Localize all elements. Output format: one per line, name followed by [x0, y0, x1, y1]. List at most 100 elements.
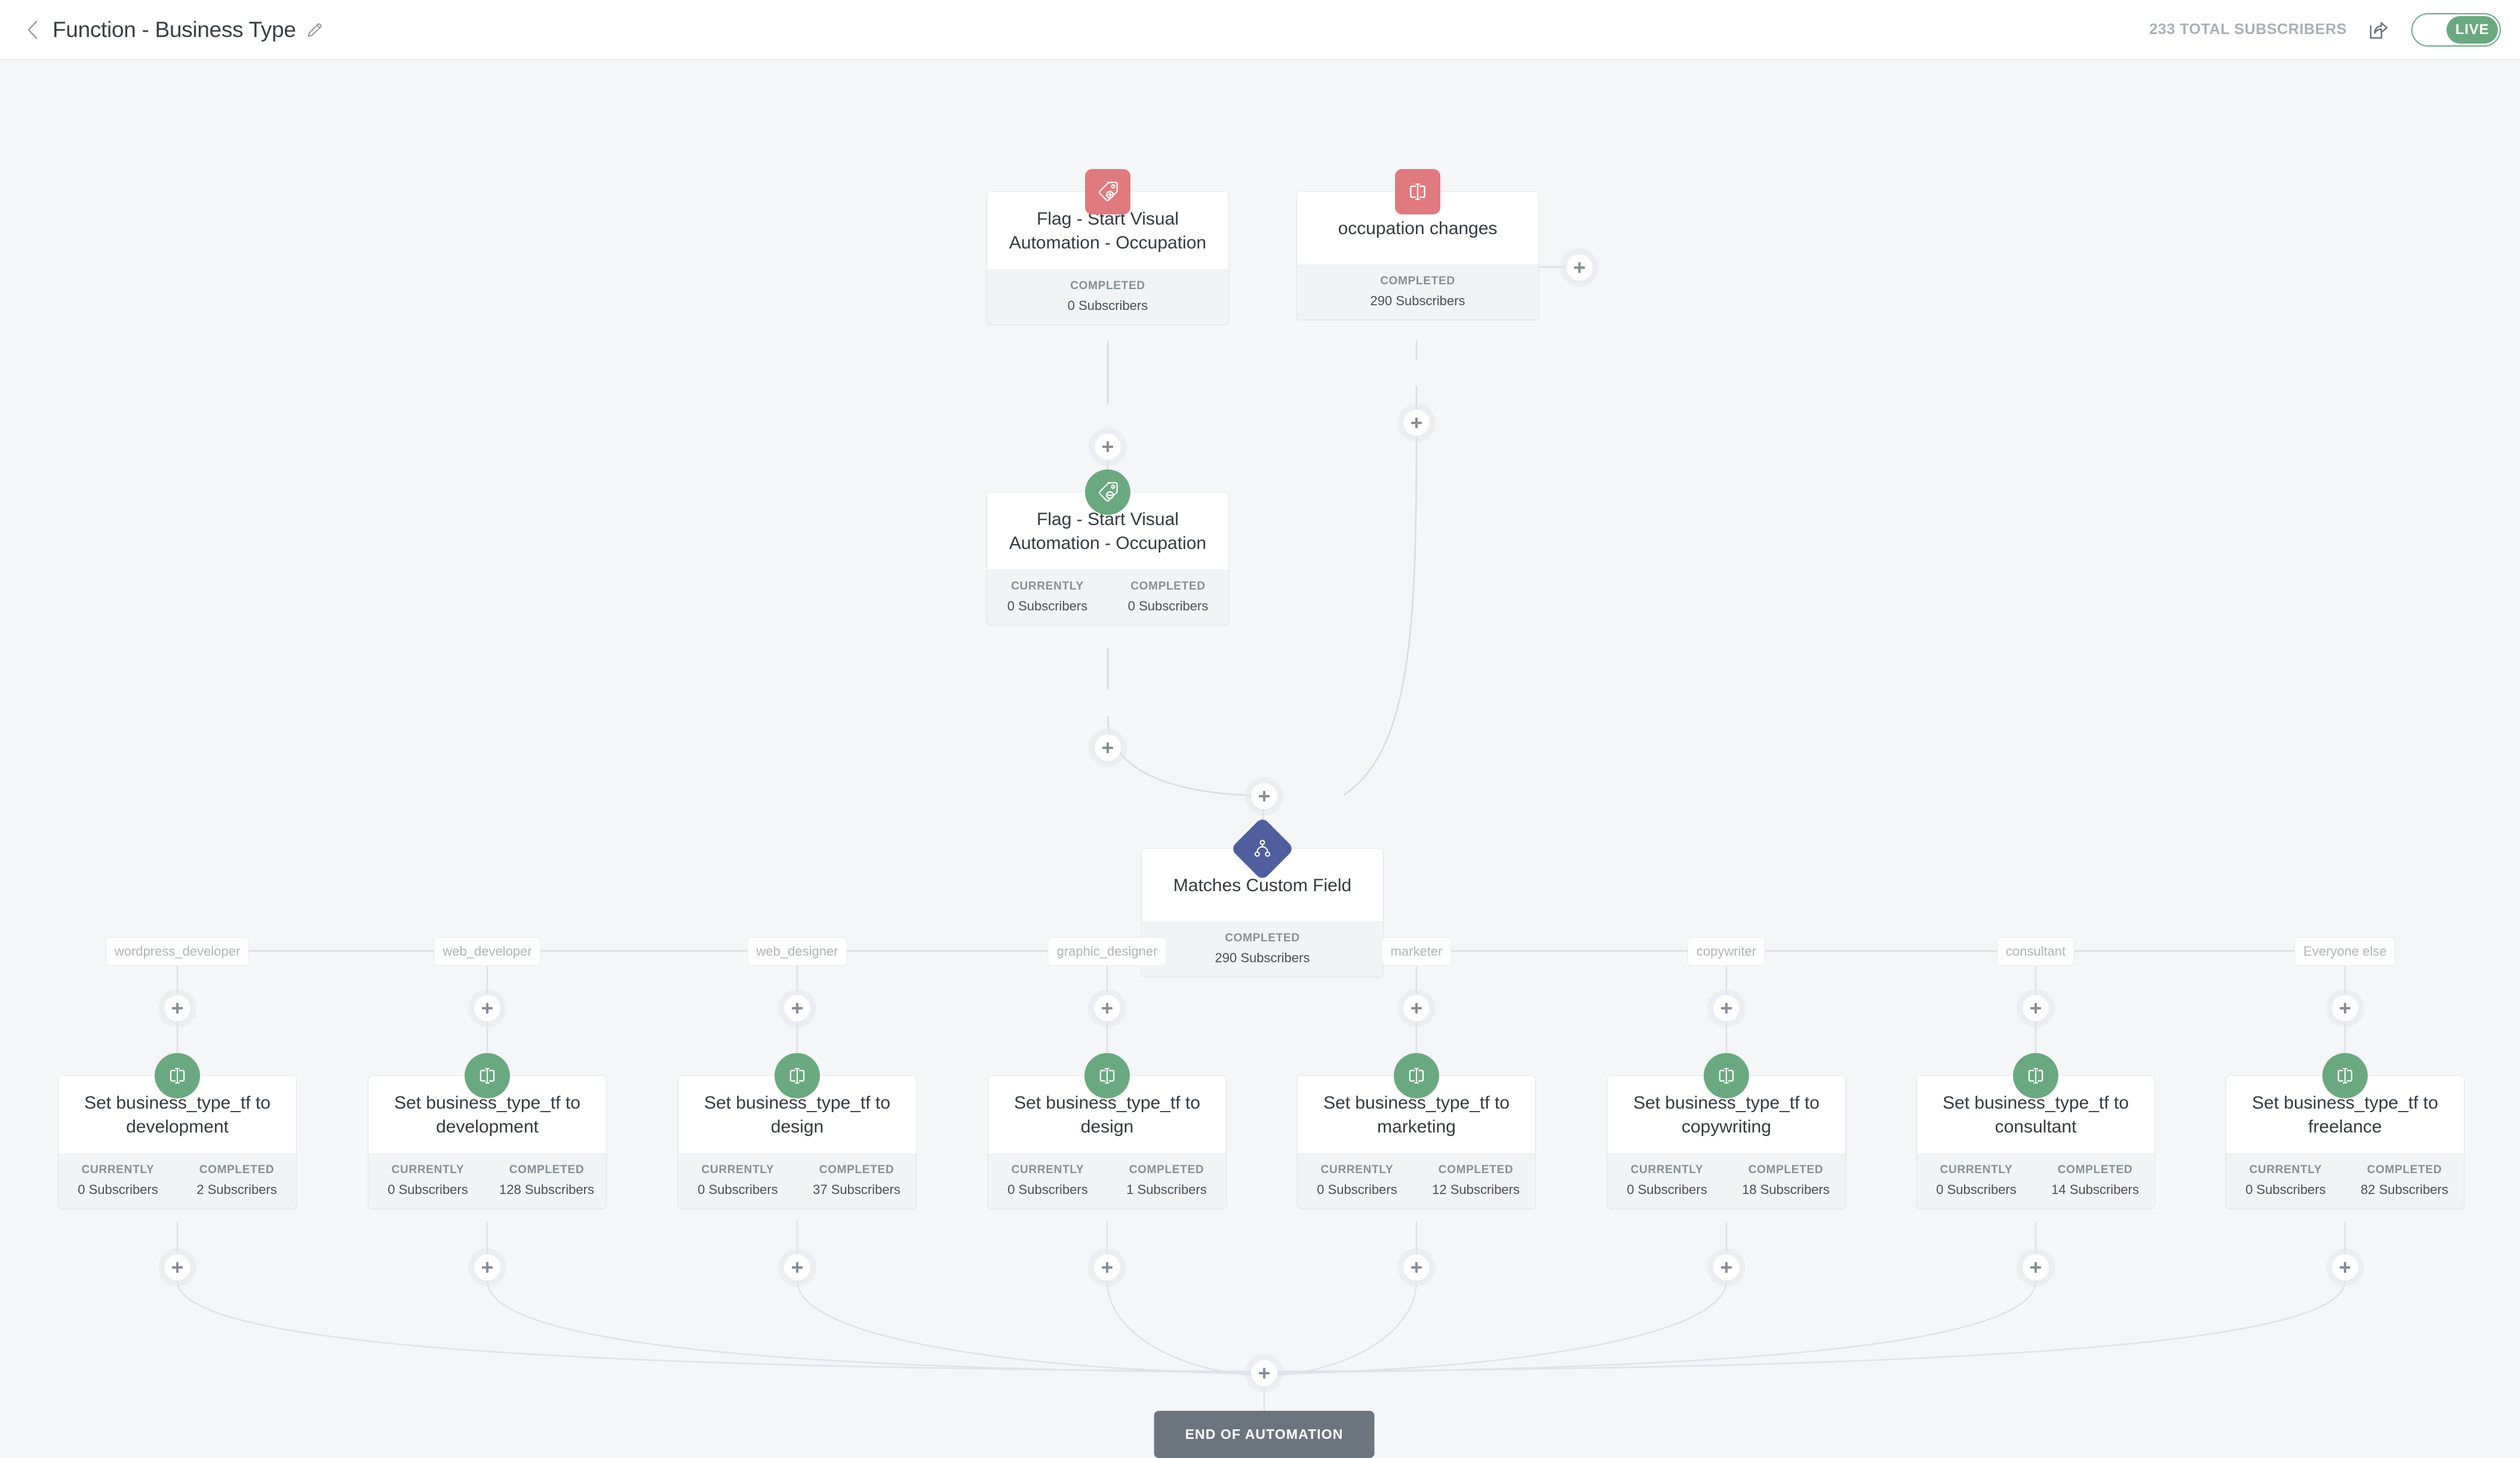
- branch-label-text: wordpress_developer: [114, 944, 241, 959]
- node-stats: CURRENTLY 0 Subscribers COMPLETED 2 Subs…: [59, 1153, 296, 1208]
- node-set-business-type-tf-consultant[interactable]: Set business_type_tf to consultant CURRE…: [1916, 1053, 2155, 1209]
- add-step-plus-button[interactable]: [1403, 1254, 1430, 1281]
- live-toggle-label: LIVE: [2447, 16, 2498, 44]
- stat-completed: COMPLETED 290 Subscribers: [1297, 275, 1538, 309]
- stat-label: CURRENTLY: [701, 1164, 775, 1176]
- page-title: Function - Business Type: [53, 17, 296, 42]
- stat-value: 0 Subscribers: [78, 1182, 158, 1197]
- branch-label-everyone-else[interactable]: Everyone else: [2294, 937, 2396, 966]
- stat-completed: COMPLETED 2 Subscribers: [177, 1164, 296, 1198]
- stat-label: COMPLETED: [1438, 1164, 1514, 1176]
- node-flag-start-red[interactable]: Flag - Start Visual Automation - Occupat…: [987, 169, 1229, 325]
- node-stats: COMPLETED 290 Subscribers: [1142, 922, 1383, 977]
- node-stats: CURRENTLY 0 Subscribers COMPLETED 18 Sub…: [1608, 1153, 1845, 1208]
- add-step-plus-button[interactable]: [1095, 735, 1121, 761]
- add-step-plus-button[interactable]: [164, 995, 190, 1021]
- live-toggle[interactable]: LIVE: [2411, 13, 2501, 47]
- add-step-plus-button[interactable]: [1251, 783, 1277, 809]
- add-step-plus-button[interactable]: [1095, 434, 1121, 460]
- node-set-business-type-tf-wordpress-developer[interactable]: Set business_type_tf to development CURR…: [58, 1053, 297, 1209]
- stat-value: 290 Subscribers: [1215, 950, 1310, 965]
- top-bar: Function - Business Type 233 TOTAL SUBSC…: [0, 0, 2520, 60]
- stat-value: 0 Subscribers: [1936, 1182, 2017, 1197]
- stat-value: 0 Subscribers: [1007, 1182, 1088, 1197]
- total-subscribers-label: 233 TOTAL SUBSCRIBERS: [2149, 21, 2347, 38]
- add-step-plus-button[interactable]: [784, 995, 810, 1021]
- node-set-business-type-tf-everyone-else[interactable]: Set business_type_tf to freelance CURREN…: [2226, 1053, 2464, 1209]
- add-step-plus-button[interactable]: [474, 1254, 500, 1281]
- stat-value: 290 Subscribers: [1370, 293, 1465, 308]
- branch-label-web-designer[interactable]: web_designer: [747, 937, 847, 966]
- add-step-plus-button[interactable]: [1094, 995, 1120, 1021]
- stat-completed: COMPLETED 37 Subscribers: [797, 1164, 916, 1198]
- stat-currently: CURRENTLY 0 Subscribers: [1917, 1164, 2036, 1198]
- top-bar-right-group: 233 TOTAL SUBSCRIBERS LIVE: [2149, 13, 2501, 47]
- share-icon[interactable]: [2367, 18, 2391, 42]
- node-title: Matches Custom Field: [1173, 876, 1352, 895]
- add-step-plus-button[interactable]: [2023, 1254, 2049, 1281]
- custom-field-icon: [775, 1053, 820, 1098]
- node-matches-custom-field[interactable]: Matches Custom Field COMPLETED 290 Subsc…: [1141, 817, 1384, 977]
- node-set-business-type-tf-web-designer[interactable]: Set business_type_tf to design CURRENTLY…: [678, 1053, 917, 1209]
- stat-value: 0 Subscribers: [1317, 1182, 1397, 1197]
- custom-field-icon: [1394, 1053, 1439, 1098]
- branch-label-text: copywriter: [1696, 944, 1757, 959]
- node-stats: CURRENTLY 0 Subscribers COMPLETED 12 Sub…: [1298, 1153, 1535, 1208]
- node-occupation-changes[interactable]: occupation changes COMPLETED 290 Subscri…: [1296, 169, 1539, 320]
- add-step-plus-button[interactable]: [1403, 995, 1430, 1021]
- add-step-plus-button[interactable]: [2332, 995, 2358, 1021]
- add-step-plus-button[interactable]: [2023, 995, 2049, 1021]
- pencil-icon[interactable]: [306, 20, 325, 39]
- back-chevron-icon[interactable]: [23, 20, 43, 40]
- add-step-plus-button[interactable]: [1251, 1360, 1277, 1386]
- stat-label: COMPLETED: [1225, 932, 1300, 944]
- stat-value: 0 Subscribers: [1067, 298, 1148, 313]
- stat-value: 18 Subscribers: [1742, 1182, 1830, 1197]
- stat-value: 37 Subscribers: [813, 1182, 901, 1197]
- node-flag-start-green[interactable]: Flag - Start Visual Automation - Occupat…: [987, 469, 1229, 625]
- add-step-plus-button[interactable]: [784, 1254, 810, 1281]
- branch-label-wordpress-developer[interactable]: wordpress_developer: [105, 937, 250, 966]
- add-step-plus-button[interactable]: [2332, 1254, 2358, 1281]
- branch-label-consultant[interactable]: consultant: [1996, 937, 2075, 966]
- stat-value: 14 Subscribers: [2051, 1182, 2139, 1197]
- add-step-plus-button[interactable]: [1713, 995, 1740, 1021]
- node-set-business-type-tf-marketer[interactable]: Set business_type_tf to marketing CURREN…: [1297, 1053, 1536, 1209]
- branch-label-text: web_designer: [756, 944, 838, 959]
- node-title: Set business_type_tf to development: [394, 1093, 580, 1137]
- add-step-plus-button[interactable]: [1403, 410, 1430, 436]
- stat-currently: CURRENTLY 0 Subscribers: [678, 1164, 797, 1198]
- stat-label: COMPLETED: [1070, 280, 1145, 292]
- node-title: Set business_type_tf to copywriting: [1633, 1093, 1820, 1137]
- tag-minus-icon: [1085, 469, 1130, 515]
- stat-value: 2 Subscribers: [196, 1182, 277, 1197]
- stat-label: CURRENTLY: [1011, 580, 1084, 593]
- stat-currently: CURRENTLY 0 Subscribers: [368, 1164, 487, 1198]
- branch-label-text: Everyone else: [2303, 944, 2387, 959]
- node-set-business-type-tf-web-developer[interactable]: Set business_type_tf to development CURR…: [368, 1053, 607, 1209]
- stat-value: 82 Subscribers: [2361, 1182, 2448, 1197]
- add-step-plus-button[interactable]: [474, 995, 500, 1021]
- stat-completed: COMPLETED 1 Subscribers: [1107, 1164, 1226, 1198]
- node-stats: CURRENTLY 0 Subscribers COMPLETED 0 Subs…: [987, 570, 1228, 625]
- branch-label-marketer[interactable]: marketer: [1381, 937, 1452, 966]
- add-step-plus-button[interactable]: [164, 1254, 190, 1281]
- branch-tree-icon: [1230, 817, 1295, 881]
- branch-label-graphic-designer[interactable]: graphic_designer: [1047, 937, 1167, 966]
- branch-label-copywriter[interactable]: copywriter: [1687, 937, 1766, 966]
- branch-label-web-developer[interactable]: web_developer: [434, 937, 541, 966]
- stat-label: COMPLETED: [1130, 580, 1206, 593]
- stat-currently: CURRENTLY 0 Subscribers: [988, 1164, 1107, 1198]
- node-set-business-type-tf-graphic-designer[interactable]: Set business_type_tf to design CURRENTLY…: [988, 1053, 1227, 1209]
- add-step-plus-button[interactable]: [1713, 1254, 1740, 1281]
- add-step-plus-button[interactable]: [1094, 1254, 1120, 1281]
- node-stats: CURRENTLY 0 Subscribers COMPLETED 128 Su…: [368, 1153, 606, 1208]
- stat-currently: CURRENTLY 0 Subscribers: [2226, 1164, 2345, 1198]
- branch-label-text: marketer: [1390, 944, 1443, 959]
- stat-completed: COMPLETED 12 Subscribers: [1416, 1164, 1535, 1198]
- branch-label-text: consultant: [2005, 944, 2066, 959]
- stat-label: CURRENTLY: [1630, 1164, 1704, 1176]
- add-step-plus-button[interactable]: [1566, 254, 1593, 281]
- node-set-business-type-tf-copywriter[interactable]: Set business_type_tf to copywriting CURR…: [1607, 1053, 1846, 1209]
- automation-canvas[interactable]: Flag - Start Visual Automation - Occupat…: [0, 60, 2520, 1458]
